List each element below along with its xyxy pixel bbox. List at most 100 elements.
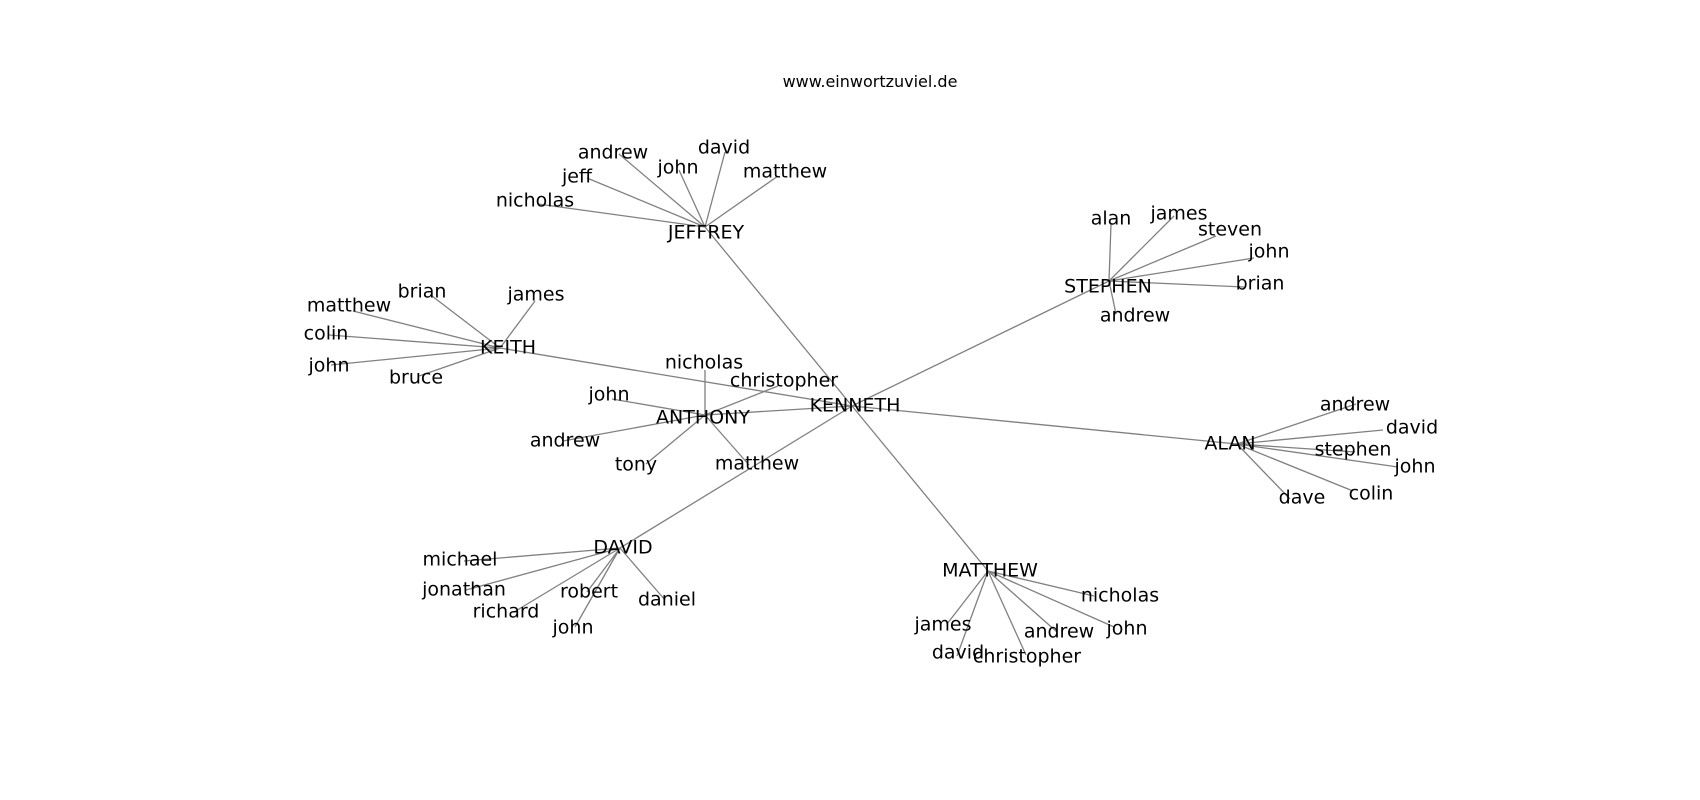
leaf-node-label-david-robert: robert — [560, 581, 618, 603]
edge-matthew-james — [946, 570, 989, 625]
edge-matthew-christopher — [987, 570, 1027, 656]
edge-alan-stephen — [1236, 443, 1356, 453]
edge-david-michael — [463, 547, 621, 562]
leaf-node-label-alan-stephen: stephen — [1315, 439, 1392, 461]
leaf-node-label-jeffrey-john: john — [657, 157, 699, 179]
edge-stephen-brian — [1108, 280, 1245, 288]
leaf-node-label-matthew-john: john — [1106, 618, 1148, 640]
edge-keith-james — [499, 300, 536, 349]
leaf-node-label-stephen-james: james — [1149, 203, 1207, 225]
leaf-node-label-matthew-christopher: christopher — [973, 646, 1081, 668]
leaf-node-label-jeffrey-david: david — [698, 137, 750, 159]
leaf-node-label-jeffrey-andrew: andrew — [578, 142, 648, 164]
edge-jeffrey-jeff — [586, 177, 706, 228]
edge-jeffrey-nicholas — [537, 203, 706, 228]
edge-david-daniel — [619, 547, 666, 601]
edge-anthony-christopher — [704, 385, 779, 416]
leaf-node-label-anthony-tony: tony — [615, 454, 657, 476]
leaf-node-label-stephen-steven: steven — [1198, 219, 1262, 241]
leaf-node-label-anthony-john: john — [588, 384, 630, 406]
edge-center-matthew — [851, 405, 989, 572]
edge-jeffrey-john — [678, 169, 706, 228]
leaf-node-label-david-john: john — [552, 617, 594, 639]
leaf-node-label-keith-colin: colin — [304, 323, 349, 345]
edge-anthony-matthew — [704, 414, 750, 466]
edge-stephen-steven — [1108, 235, 1217, 282]
leaf-node-label-alan-andrew: andrew — [1320, 394, 1390, 416]
edge-matthew-john — [987, 570, 1115, 628]
edge-alan-dave — [1236, 443, 1291, 500]
edge-center-david — [619, 405, 853, 549]
edge-center-jeffrey — [704, 226, 853, 407]
hub-node-label-keith: KEITH — [480, 337, 536, 359]
edge-keith-john — [330, 347, 501, 366]
edge-center-anthony — [704, 405, 853, 416]
edge-jeffrey-matthew — [704, 175, 779, 228]
edge-alan-david — [1236, 429, 1384, 445]
leaf-node-label-keith-brian: brian — [398, 281, 447, 303]
leaf-node-label-anthony-andrew: andrew — [530, 430, 600, 452]
leaf-node-label-alan-dave: dave — [1279, 487, 1326, 509]
edge-david-richard — [513, 547, 621, 613]
edge-alan-john — [1236, 443, 1399, 468]
leaf-node-label-matthew-james: james — [913, 614, 971, 636]
leaf-node-label-matthew-david: david — [932, 642, 984, 664]
edge-keith-matthew — [352, 310, 501, 349]
edge-anthony-tony — [645, 414, 706, 465]
edge-alan-colin — [1236, 443, 1354, 492]
leaf-node-label-keith-james: james — [506, 284, 564, 306]
hub-node-label-david: DAVID — [593, 537, 652, 559]
leaf-node-label-anthony-christopher: christopher — [730, 370, 838, 392]
edge-anthony-andrew — [562, 414, 706, 442]
leaf-node-label-david-richard: richard — [473, 601, 540, 623]
edge-center-alan — [851, 405, 1238, 445]
edge-keith-colin — [328, 334, 501, 349]
leaf-node-label-keith-bruce: bruce — [389, 367, 443, 389]
hub-node-label-stephen: STEPHEN — [1064, 276, 1152, 298]
edge-david-jonathan — [465, 547, 621, 591]
edge-keith-brian — [431, 295, 501, 349]
leaf-node-label-jeffrey-nicholas: nicholas — [496, 190, 574, 212]
hub-node-label-matthew: MATTHEW — [942, 560, 1038, 582]
edge-center-stephen — [851, 280, 1110, 407]
edge-stephen-andrew — [1108, 280, 1117, 315]
edge-alan-andrew — [1236, 403, 1357, 445]
site-url-label: www.einwortzuviel.de — [783, 72, 958, 91]
leaf-node-label-jeffrey-jeff: jeff — [561, 166, 593, 188]
edge-matthew-nicholas — [987, 570, 1095, 597]
leaf-node-label-anthony-matthew: matthew — [715, 453, 799, 475]
center-node-label: KENNETH — [810, 395, 901, 417]
hub-node-label-alan: ALAN — [1204, 433, 1255, 455]
edge-jeffrey-david — [704, 151, 726, 228]
leaf-node-label-david-michael: michael — [423, 549, 498, 571]
edge-david-john — [574, 547, 621, 628]
leaf-node-label-alan-david: david — [1386, 417, 1438, 439]
leaf-node-label-matthew-andrew: andrew — [1024, 621, 1094, 643]
edge-david-robert — [586, 547, 621, 593]
leaf-node-label-stephen-alan: alan — [1091, 208, 1132, 230]
leaf-node-label-matthew-nicholas: nicholas — [1081, 585, 1159, 607]
leaf-node-label-stephen-andrew: andrew — [1100, 305, 1170, 327]
edges-group — [328, 151, 1399, 657]
edge-anthony-john — [611, 398, 706, 416]
edge-stephen-james — [1108, 215, 1175, 282]
edge-keith-bruce — [418, 347, 501, 377]
edge-matthew-andrew — [987, 570, 1058, 633]
leaf-node-label-jeffrey-matthew: matthew — [743, 161, 827, 183]
leaf-node-label-anthony-nicholas: nicholas — [665, 352, 743, 374]
leaf-node-label-stephen-brian: brian — [1236, 273, 1285, 295]
leaf-node-label-stephen-john: john — [1248, 241, 1290, 263]
edge-jeffrey-andrew — [618, 153, 706, 228]
leaf-node-label-david-daniel: daniel — [638, 589, 696, 611]
leaf-node-label-keith-john: john — [308, 355, 350, 377]
edge-matthew-david — [956, 570, 989, 657]
leaf-node-label-alan-colin: colin — [1349, 483, 1394, 505]
edge-stephen-john — [1108, 257, 1255, 282]
leaf-node-label-alan-john: john — [1394, 456, 1436, 478]
hub-node-label-anthony: ANTHONY — [656, 407, 750, 429]
hub-node-label-jeffrey: JEFFREY — [667, 222, 745, 244]
leaf-node-label-david-jonathan: jonathan — [421, 579, 506, 601]
leaf-node-label-keith-matthew: matthew — [307, 295, 391, 317]
